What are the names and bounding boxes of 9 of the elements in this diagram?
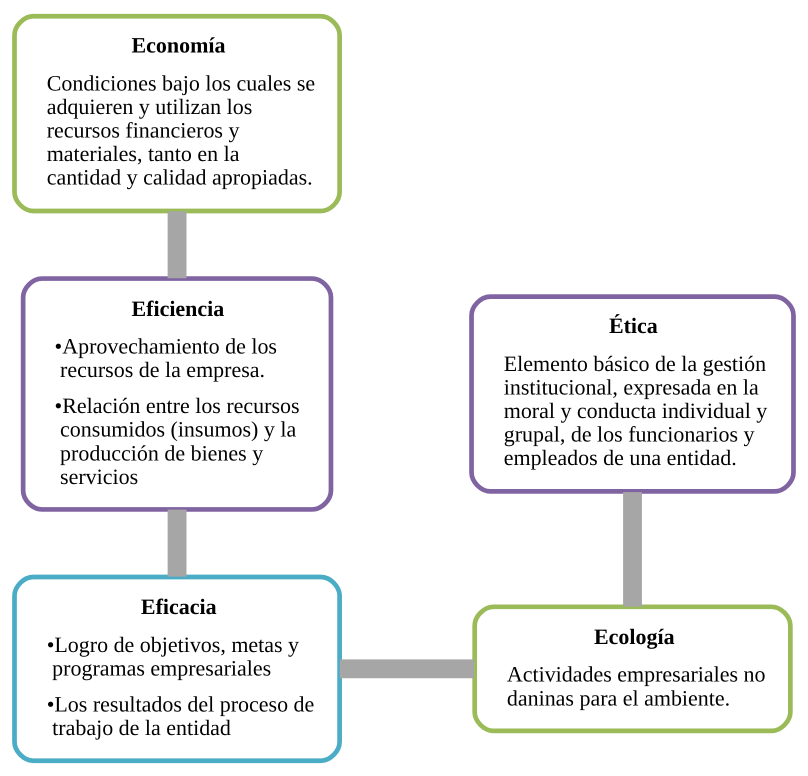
node-box: Economía Condiciones bajo los cuales se adquieren y utilizan los recursos financieros y materiales, tanto en la cantidad y calidad apropiadas. <box>12 13 342 213</box>
node-box: Ética Elemento básico de la gestión institucional, expresada en la moral y conducta individual y grupal, de los funcionarios y empleados de una entidad. <box>469 294 796 494</box>
node-box: Eficacia •Logro de objetivos, metas y programas empresariales •Los resultados del proceso de trabajo de la entidad <box>12 574 342 763</box>
connector <box>340 658 474 678</box>
connector <box>623 492 642 606</box>
node-box: Eficiencia •Aprovechamiento de los recursos de la empresa. •Relación entre los recursos consumidos (insumos) y la producción de bienes y servicios <box>20 276 334 512</box>
node-box: Ecología Actividades empresariales no daninas para el ambiente. <box>472 604 793 733</box>
connector <box>168 210 186 278</box>
connector <box>168 509 186 576</box>
